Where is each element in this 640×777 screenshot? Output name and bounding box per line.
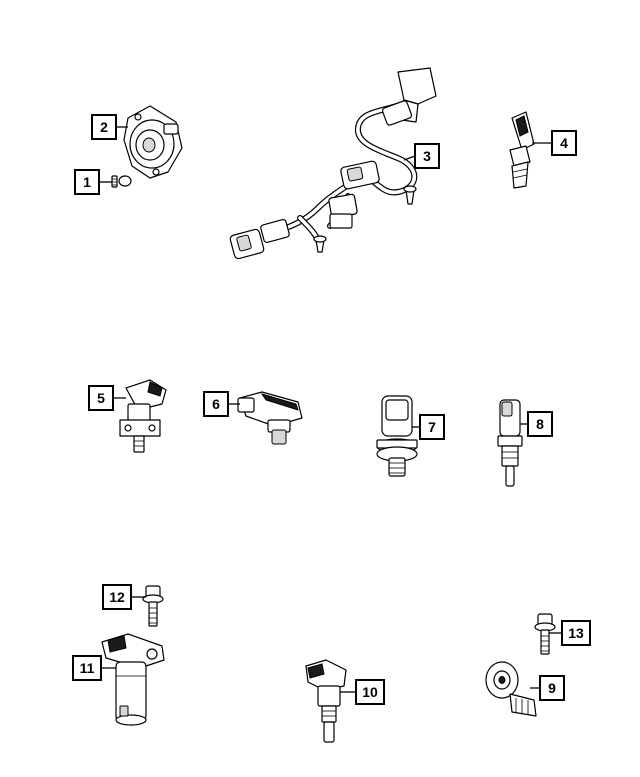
callout-2: 2 <box>91 114 117 140</box>
part-11-speed-sensor <box>101 633 165 726</box>
callout-4: 4 <box>551 130 577 156</box>
callout-5: 5 <box>88 385 114 411</box>
callout-11: 11 <box>72 655 102 681</box>
callout-13: 13 <box>561 620 591 646</box>
callout-6-label: 6 <box>212 396 220 412</box>
callout-3: 3 <box>414 143 440 169</box>
part-7-pressure-sensor <box>376 395 418 477</box>
callout-10-label: 10 <box>362 684 378 700</box>
callout-9-label: 9 <box>548 680 556 696</box>
callout-4-label: 4 <box>560 135 568 151</box>
part-3-wiring-harness <box>229 67 437 260</box>
callout-8-label: 8 <box>536 416 544 432</box>
callout-7: 7 <box>419 414 445 440</box>
callout-13-label: 13 <box>568 625 584 641</box>
part-4-slim-sensor <box>509 111 535 189</box>
part-2-flange-sensor <box>123 105 183 179</box>
callout-7-label: 7 <box>428 419 436 435</box>
part-5-bracket-sensor <box>119 379 167 453</box>
callout-12: 12 <box>102 584 132 610</box>
callout-12-label: 12 <box>109 589 125 605</box>
callout-10: 10 <box>355 679 385 705</box>
callout-1-label: 1 <box>83 174 91 190</box>
callout-5-label: 5 <box>97 390 105 406</box>
callout-1: 1 <box>74 169 100 195</box>
callout-3-label: 3 <box>423 148 431 164</box>
part-10-sensor <box>305 659 347 743</box>
part-1-screw <box>111 175 132 188</box>
leader-lines <box>99 126 562 693</box>
part-8-temp-sensor <box>497 399 523 487</box>
callout-2-label: 2 <box>100 119 108 135</box>
part-13-bolt <box>534 613 556 655</box>
callout-8: 8 <box>527 411 553 437</box>
part-12-bolt <box>142 585 164 627</box>
part-6-map-sensor <box>237 391 303 445</box>
callout-11-label: 11 <box>80 660 95 676</box>
part-9-knock-sensor <box>485 661 537 717</box>
callout-9: 9 <box>539 675 565 701</box>
callout-6: 6 <box>203 391 229 417</box>
